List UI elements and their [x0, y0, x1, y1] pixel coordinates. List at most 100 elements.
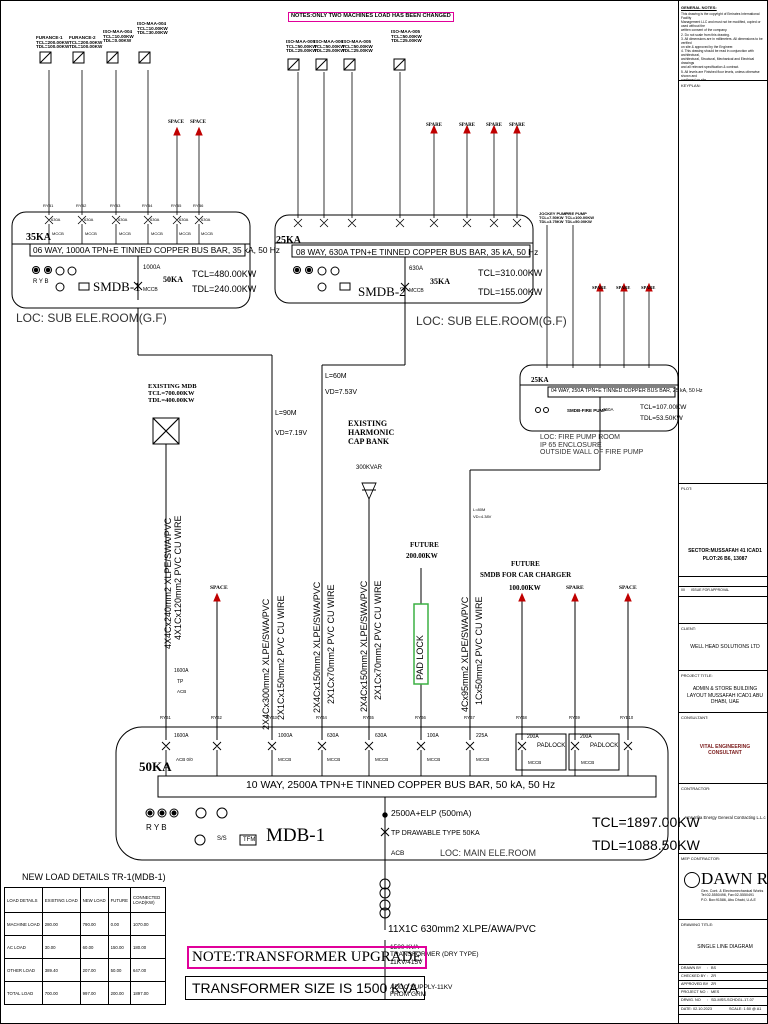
pump-spare-label: SPARE	[616, 285, 631, 290]
pump-smdb-name: SMDB-FIRE PUMP	[567, 408, 607, 413]
table-cell: 30.00	[41, 935, 81, 959]
company-logo-icon	[684, 872, 700, 888]
cable-length: L=60M	[325, 373, 347, 380]
smdb1-tcl: TCL=480.00KW	[192, 269, 257, 279]
tfm-label: TFM	[243, 837, 256, 843]
smdb2-spare-label: SPARE	[426, 123, 443, 128]
table-cell: 700.00	[41, 981, 81, 1005]
breaker-poles: TP	[177, 679, 184, 685]
breaker-type: ACB 0/0	[176, 757, 193, 762]
padlock-label: PADLOCK	[590, 743, 619, 749]
table-header: FUTURE	[107, 887, 132, 913]
smdb2-location: LOC: SUB ELE.ROOM(G.F)	[416, 314, 567, 328]
general-notes: This drawing is the copyright of Emirate…	[681, 12, 763, 82]
mdb1-location: LOC: MAIN ELE.ROOM	[440, 848, 537, 858]
incomer-acb: ACB	[391, 850, 405, 857]
mep-label: MEP CONTRACTOR:	[681, 856, 720, 861]
drawing-title-label: DRAWING TITLE:	[681, 922, 714, 927]
breaker-type: MCCB	[278, 757, 292, 762]
breaker-type: MCCB	[52, 231, 64, 236]
breaker-type: MCCB	[427, 757, 441, 762]
cable-spec: 4X1Cx120mm2 PVC CU WIRE	[173, 515, 183, 640]
smdb2-tdl: TDL=155.00KW	[478, 287, 543, 297]
pump-spare-label: SPARE	[592, 285, 607, 290]
incomer-rating: 2500A+ELP (500mA)	[391, 808, 472, 818]
breaker-type: MCCB	[476, 757, 490, 762]
table-cell: 280.00	[41, 912, 81, 936]
cable-spec: 2X4Cx150mm2 XLPE/SWA/PVC	[312, 581, 322, 713]
space-label: SPACE	[619, 585, 637, 591]
breaker-type: MCCB	[375, 757, 389, 762]
table-cell: 207.00	[79, 958, 109, 982]
incomer-type: MCCB	[409, 288, 424, 294]
smdb1-tdl: TDL=240.00KW	[192, 284, 257, 294]
breaker-type: MCCB	[85, 231, 97, 236]
ryb-label: RYB3	[266, 715, 277, 720]
voltage-drop: VD=4.38V	[473, 514, 492, 519]
contractor-name: Ams Infra Energy General Contracting L.L…	[684, 815, 766, 820]
consultant-label: CONSULTANT:	[681, 715, 709, 720]
table-cell: 0.00	[107, 912, 132, 936]
cable-spec: 2X1Cx150mm2 PVC CU WIRE	[276, 595, 286, 720]
ryb-label: RYB6	[193, 203, 204, 208]
incomer-ka: 50KA	[163, 275, 183, 284]
busbar-rating: 10 WAY, 2500A TPN+E TINNED COPPER BUS BA…	[246, 780, 556, 791]
title-block: GENERAL NOTES: This drawing is the copyr…	[678, 0, 768, 1024]
client-name: WELL HEAD SOLUTIONS LTD	[690, 644, 760, 650]
ryb-label: RYB3	[110, 203, 121, 208]
table-cell: AC LOAD	[4, 935, 43, 959]
incomer-rating: 630A	[409, 266, 424, 272]
breaker-type: MCCB	[151, 231, 163, 236]
ryb-label: RYB2	[76, 203, 87, 208]
breaker-rating: 630A	[51, 217, 61, 222]
space-label: SPACE	[210, 585, 228, 591]
padlock-label: PADLOCK	[537, 743, 566, 749]
smdb-1-panel	[11, 51, 273, 740]
breaker-type: MCCB	[528, 760, 542, 765]
consultant-name: VITAL ENGINEERING CONSULTANT	[699, 744, 751, 756]
breaker-rating: 630A	[84, 217, 94, 222]
breaker-rating: 630A	[327, 733, 339, 739]
sector: SECTOR:MUSSAFAH 41 ICAD1	[688, 548, 762, 554]
table-row: OTHER LOAD 389.40 207.00 50.00 647.00	[4, 958, 167, 982]
fault-level: 50KA	[139, 759, 172, 774]
table-cell: 150.00	[107, 935, 132, 959]
ryb-label: RYB8	[516, 715, 527, 720]
load-table-title: NEW LOAD DETAILS TR-1(MDB-1)	[22, 872, 166, 882]
general-notes-heading: GENERAL NOTES:	[681, 5, 717, 10]
breaker-type: MCCB	[327, 757, 341, 762]
table-cell: 997.00	[79, 981, 109, 1005]
cable-length: L=80M	[473, 507, 486, 512]
table-header: EXISTING LOAD	[41, 887, 81, 913]
future-label: FUTURE	[410, 541, 439, 549]
ryb-label: RYB9	[569, 715, 580, 720]
contractor-label: CONTRACTOR:	[681, 786, 711, 791]
smdb1-location: LOC: SUB ELE.ROOM(G.F)	[16, 311, 167, 325]
plot-number: PLOT:26 B6, 13087	[702, 556, 748, 562]
mdb1-name: MDB-1	[266, 825, 326, 846]
smdb2-spare-label: SPARE	[509, 123, 526, 128]
ryb-label: RYB1	[160, 715, 171, 720]
ryb-label: RYB2	[211, 715, 222, 720]
breaker-rating: 1600A	[174, 668, 189, 674]
pump-tdl: TDL=53.50KW	[640, 415, 683, 422]
company-logo-name: DAWN RAY	[701, 869, 768, 888]
cap-bank-rating: 300KVAR	[356, 465, 382, 471]
car-charger-label: SMDB FOR CAR CHARGER	[480, 571, 572, 579]
incomer-rating: 1000A	[143, 265, 161, 271]
table-cell: 647.00	[130, 958, 167, 982]
breaker-rating: 200A	[580, 734, 592, 740]
phase-labels: R Y B	[33, 279, 49, 285]
transformer-upgrade-note: NOTE:TRANSFORMER UPGRADE	[187, 946, 427, 969]
smdb-fire-pump-panel	[469, 225, 679, 740]
transformer-cable: 11X1C 630mm2 XLPE/AWA/PVC	[388, 924, 537, 935]
project-label: PROJECT TITLE:	[681, 673, 713, 678]
breaker-type: MCCB	[581, 760, 595, 765]
breaker-rating: 1600A	[174, 733, 189, 739]
